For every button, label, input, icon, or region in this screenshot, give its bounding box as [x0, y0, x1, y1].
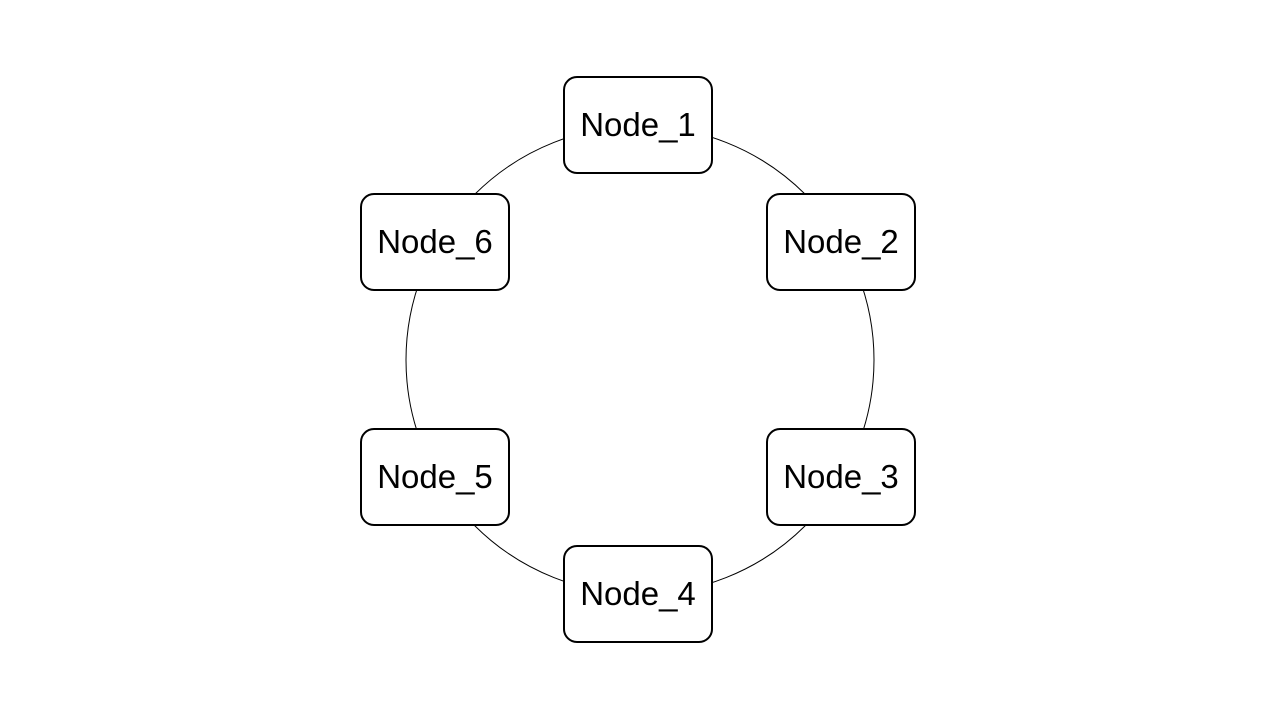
node-2-box[interactable]: Node_2: [766, 193, 916, 291]
node-3-box[interactable]: Node_3: [766, 428, 916, 526]
node-1-label: Node_1: [580, 106, 696, 143]
node-2-label: Node_2: [783, 223, 899, 260]
node-5-box[interactable]: Node_5: [360, 428, 510, 526]
node-6-box[interactable]: Node_6: [360, 193, 510, 291]
node-4-label: Node_4: [580, 575, 696, 612]
node-1-box[interactable]: Node_1: [563, 76, 713, 174]
node-6-label: Node_6: [377, 223, 493, 260]
node-4-box[interactable]: Node_4: [563, 545, 713, 643]
node-5-label: Node_5: [377, 458, 493, 495]
node-3-label: Node_3: [783, 458, 899, 495]
